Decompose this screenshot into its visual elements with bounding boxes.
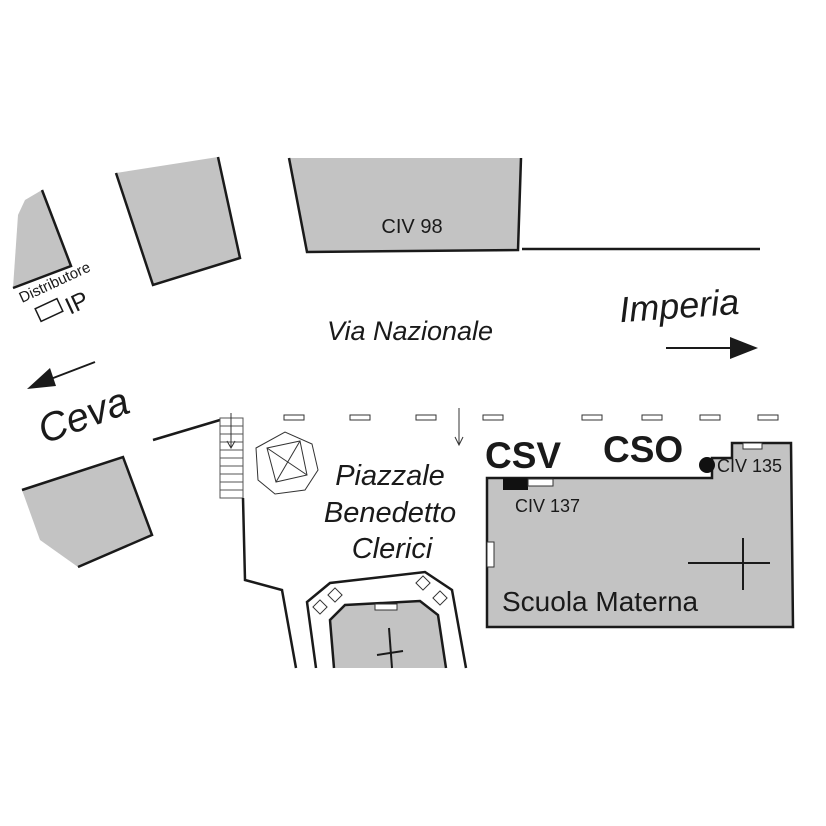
church-building: [305, 570, 468, 669]
civ-98-label: CIV 98: [381, 216, 442, 238]
street-edge-south: [152, 418, 221, 442]
arrow-down-icon: [454, 408, 464, 447]
entrance-csv-marker: [503, 478, 528, 490]
civ-137-label: CIV 137: [515, 496, 580, 516]
arrow-left-icon: [27, 368, 56, 389]
building-civ-98: CIV 98: [287, 157, 523, 254]
square-edge-west: [241, 497, 298, 669]
arrow-right-icon: [730, 337, 758, 359]
direction-imperia: Imperia: [618, 281, 758, 359]
road-markings: [283, 414, 779, 421]
school-label: Scuola Materna: [502, 586, 699, 617]
cso-label: CSO: [603, 429, 683, 470]
direction-imperia-label: Imperia: [618, 281, 741, 330]
square-name-line-1: Piazzale: [335, 460, 445, 492]
monument: [255, 431, 319, 495]
square-name-line-3: Clerici: [352, 533, 434, 565]
square-name: Piazzale Benedetto Clerici: [324, 460, 456, 565]
stairs: [219, 413, 244, 499]
csv-label: CSV: [485, 435, 561, 476]
direction-ceva-label: Ceva: [32, 379, 135, 452]
street-name-via-nazionale: Via Nazionale: [327, 316, 493, 346]
fuel-station-icon: [34, 297, 64, 323]
building-top-left: [12, 189, 73, 290]
building-scuola-materna: CIV 137 CIV 135 Scuola Materna: [485, 441, 795, 629]
direction-ceva: Ceva: [27, 361, 135, 452]
entrance-cso-marker: [699, 457, 715, 473]
civ-135-label: CIV 135: [717, 456, 782, 476]
building-top-second: [114, 156, 242, 287]
fuel-brand-label: IP: [61, 286, 93, 320]
building-bottom-left: [21, 455, 154, 569]
square-name-line-2: Benedetto: [324, 497, 456, 529]
